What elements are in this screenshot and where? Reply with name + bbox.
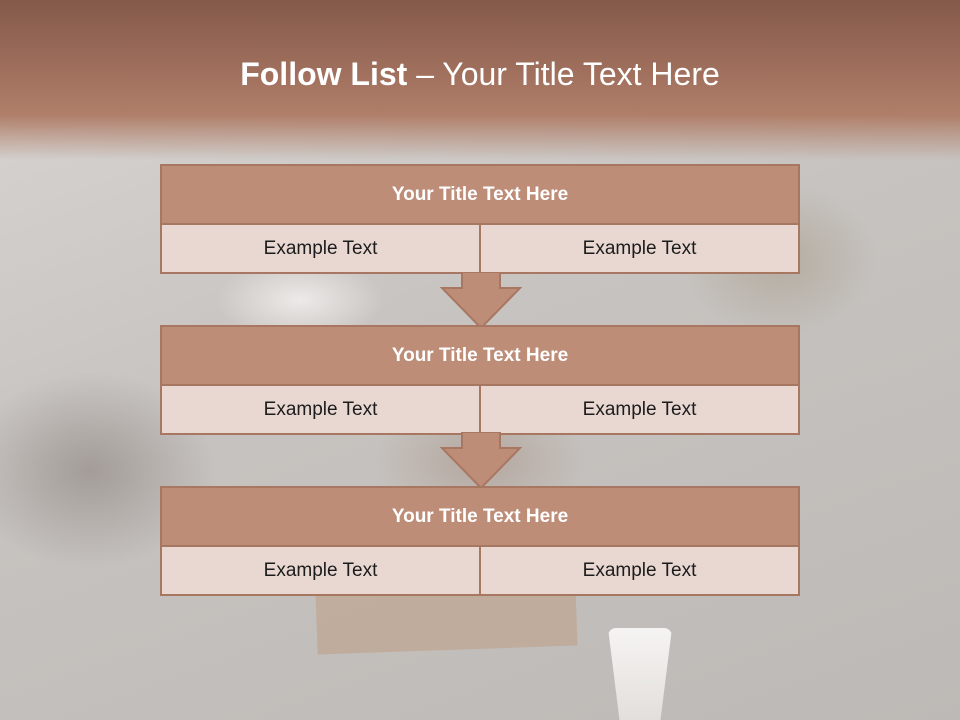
block-cell-right: Example Text	[479, 386, 798, 433]
title-banner	[0, 0, 960, 160]
background-paper-cup	[608, 628, 672, 720]
list-block-1: Your Title Text Here Example Text Exampl…	[160, 164, 800, 274]
block-title: Your Title Text Here	[162, 327, 798, 386]
block-cell-right: Example Text	[479, 225, 798, 272]
down-arrow-icon	[440, 432, 522, 490]
block-row: Example Text Example Text	[162, 225, 798, 272]
block-cell-right: Example Text	[479, 547, 798, 594]
page-title-bold: Follow List	[240, 56, 408, 92]
down-arrow-icon	[440, 272, 522, 330]
page-title: Follow List – Your Title Text Here	[0, 56, 960, 93]
block-title: Your Title Text Here	[162, 488, 798, 547]
block-cell-left: Example Text	[263, 237, 378, 259]
list-block-3: Your Title Text Here Example Text Exampl…	[160, 486, 800, 596]
block-title: Your Title Text Here	[162, 166, 798, 225]
list-block-2: Your Title Text Here Example Text Exampl…	[160, 325, 800, 435]
block-row: Example Text Example Text	[162, 547, 798, 594]
page-title-rest: – Your Title Text Here	[407, 56, 720, 92]
block-cell-left: Example Text	[263, 398, 378, 420]
block-cell-left: Example Text	[263, 559, 378, 581]
block-row: Example Text Example Text	[162, 386, 798, 433]
